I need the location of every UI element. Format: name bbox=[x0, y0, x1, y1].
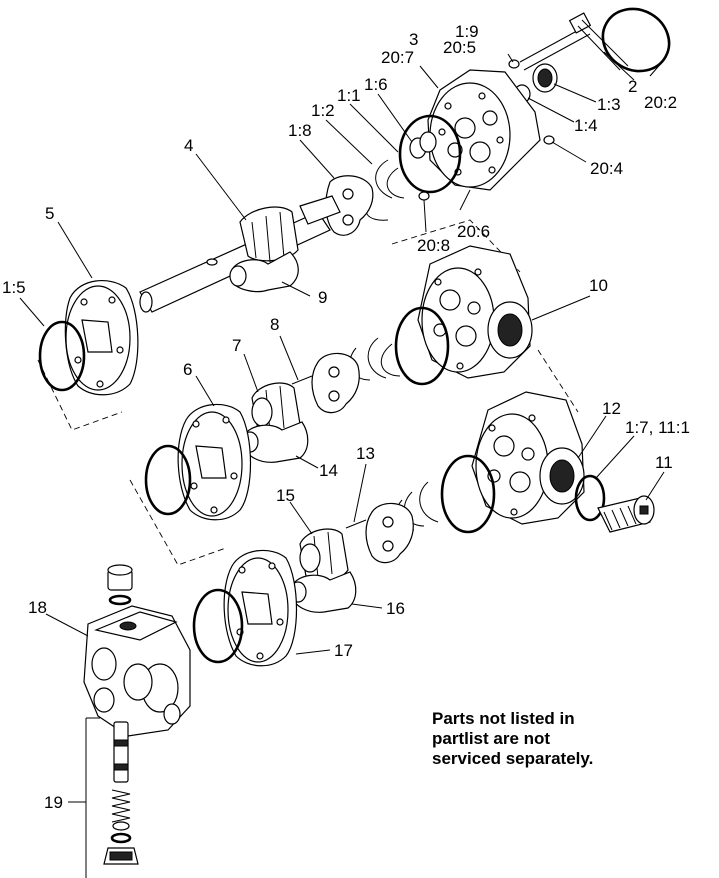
parts-note: Parts not listed in partlist are not ser… bbox=[432, 709, 593, 769]
callout-labels: 1:9 20:5 3 20:7 2 20:2 1:3 1:4 1:6 1:1 1… bbox=[2, 22, 690, 812]
callout-20-4: 20:4 bbox=[590, 159, 623, 178]
part-middle-o-ring bbox=[394, 306, 450, 386]
part-6-gear-housing bbox=[177, 403, 252, 521]
parts-note-line-1: Parts not listed in bbox=[432, 709, 575, 728]
part-7-gear bbox=[251, 382, 301, 437]
callout-1-6: 1:6 bbox=[364, 75, 388, 94]
part-20-8-washer bbox=[418, 191, 430, 201]
part-1-9-washer bbox=[508, 59, 520, 69]
part-18-cap bbox=[107, 564, 133, 606]
callout-3: 3 bbox=[409, 30, 418, 49]
part-5-rear-cover bbox=[64, 280, 139, 396]
callout-10: 10 bbox=[589, 276, 608, 295]
part-4-drive-shaft-gear bbox=[139, 195, 341, 313]
part-20-2-large-o-ring bbox=[601, 7, 671, 73]
callout-1-2: 1:2 bbox=[311, 101, 335, 120]
callout-9: 9 bbox=[318, 288, 327, 307]
callout-1-8: 1:8 bbox=[288, 121, 312, 140]
part-3-front-cover bbox=[427, 69, 541, 191]
parts-note-line-2: partlist are not bbox=[432, 729, 551, 748]
part-lower-wear-plate bbox=[365, 502, 414, 564]
callout-1-4: 1:4 bbox=[574, 116, 598, 135]
callout-16: 16 bbox=[386, 599, 405, 618]
part-17-o-ring bbox=[192, 588, 244, 664]
part-14-gear bbox=[241, 421, 309, 463]
part-1-5-o-ring bbox=[38, 320, 86, 392]
callout-12: 12 bbox=[602, 399, 621, 418]
callout-1-9: 1:9 bbox=[455, 22, 479, 41]
part-16-gear bbox=[289, 571, 357, 613]
callout-2: 2 bbox=[628, 77, 637, 96]
part-middle-wear-plate bbox=[311, 352, 360, 414]
part-1-1-o-ring bbox=[398, 114, 462, 194]
callout-20-5: 20:5 bbox=[443, 38, 476, 57]
part-1-7-o-ring bbox=[574, 474, 606, 522]
part-17-gear-housing bbox=[223, 549, 298, 667]
part-1-6-bushing bbox=[409, 131, 437, 159]
callout-8: 8 bbox=[270, 315, 279, 334]
callout-18: 18 bbox=[28, 598, 47, 617]
callout-4: 4 bbox=[184, 136, 193, 155]
callout-19: 19 bbox=[44, 793, 63, 812]
callout-20-2: 20:2 bbox=[644, 93, 677, 112]
part-10-pump-body bbox=[417, 245, 533, 379]
part-20-4-washer bbox=[543, 135, 555, 145]
callout-13: 13 bbox=[356, 444, 375, 463]
callout-1-5: 1:5 bbox=[2, 278, 26, 297]
part-9-driven-gear bbox=[229, 251, 299, 293]
leader-lines bbox=[19, 51, 665, 878]
part-19-valve-spool-set bbox=[103, 721, 139, 865]
part-lower-o-ring bbox=[440, 454, 496, 534]
parts-note-line-3: serviced separately. bbox=[432, 749, 594, 768]
part-12-pump-body bbox=[471, 391, 585, 525]
callout-20-6: 20:6 bbox=[457, 222, 490, 241]
callout-7: 7 bbox=[232, 336, 241, 355]
callout-1-7-11-1: 1:7, 11:1 bbox=[625, 418, 690, 437]
part-15-gear bbox=[299, 528, 349, 583]
callout-11: 11 bbox=[655, 453, 673, 472]
callout-20-7: 20:7 bbox=[381, 48, 414, 67]
callout-1-3: 1:3 bbox=[597, 95, 621, 114]
callout-6: 6 bbox=[183, 360, 192, 379]
part-1-8-wear-plate bbox=[325, 175, 374, 236]
part-13-key bbox=[345, 519, 367, 529]
part-2-relief-valve-stem bbox=[519, 12, 629, 71]
callout-17: 17 bbox=[334, 641, 353, 660]
callout-1-1: 1:1 bbox=[337, 86, 361, 105]
part-11-plug bbox=[597, 495, 655, 533]
callout-14: 14 bbox=[319, 461, 338, 480]
part-1-3-seal bbox=[532, 63, 558, 93]
callout-20-8: 20:8 bbox=[417, 236, 450, 255]
part-8-key bbox=[291, 375, 313, 385]
callout-15: 15 bbox=[276, 486, 295, 505]
part-6-o-ring bbox=[144, 444, 192, 516]
part-18-valve-body bbox=[83, 605, 191, 737]
callout-5: 5 bbox=[45, 204, 54, 223]
